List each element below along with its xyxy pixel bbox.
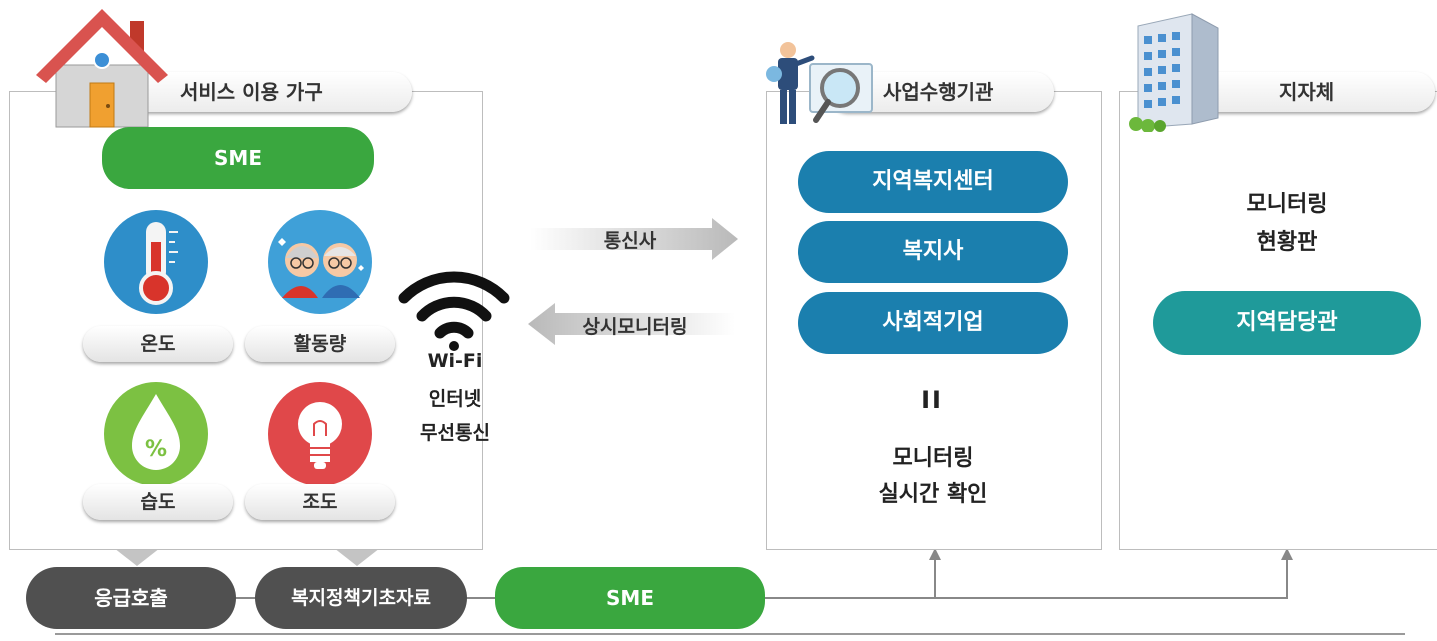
agency-item-community-welfare-center: 지역복지센터: [798, 151, 1068, 213]
agency-item-social-worker: 복지사: [798, 221, 1068, 283]
elderly-couple-icon: [268, 210, 372, 314]
sensor-label-humidity: 습도: [83, 484, 233, 520]
agency-item-social-enterprise: 사회적기업: [798, 292, 1068, 354]
backward-arrow-label: 상시모니터링: [582, 316, 688, 338]
backward-arrow: [528, 303, 735, 345]
humidity-drop-icon: %: [104, 382, 208, 486]
forward-arrow-label: 통신사: [603, 230, 657, 252]
wifi-line-2: 인터넷: [428, 388, 482, 410]
thermometer-icon: [104, 210, 208, 314]
local-gov-caption-line-2: 현황판: [1256, 230, 1318, 255]
businessman-magnifier-icon: [766, 42, 873, 124]
svg-text:%: %: [145, 437, 167, 462]
local-gov-title-pill: 지자체: [1185, 72, 1435, 112]
building-icon: [1129, 13, 1219, 132]
local-officer-pill: 지역담당관: [1153, 291, 1421, 355]
forward-arrow: [530, 218, 738, 260]
agency-title: 사업수행기관: [883, 80, 994, 104]
sme-to-agency-line: [765, 556, 936, 599]
local-gov-title: 지자체: [1279, 80, 1335, 104]
wifi-line-1: Wi-Fi: [427, 350, 483, 372]
household-sme-pill: SME: [102, 127, 374, 189]
agency-caption-line-2: 실시간 확인: [878, 482, 988, 507]
household-title: 서비스 이용 가구: [180, 80, 323, 104]
wifi-icon: [398, 271, 510, 351]
house-icon: [36, 9, 168, 128]
bottom-sme-pill: SME: [495, 567, 765, 629]
sme-to-localgov-line: [935, 556, 1288, 599]
wifi-line-3: 무선통신: [420, 422, 490, 444]
emergency-call-pill: 응급호출: [26, 567, 236, 629]
agency-equals-sign: II: [921, 386, 943, 414]
welfare-policy-data-pill: 복지정책기초자료: [255, 567, 467, 629]
local-gov-caption-line-1: 모니터링: [1246, 192, 1328, 217]
household-title-pill: 서비스 이용 가구: [120, 72, 412, 112]
sensor-label-illuminance: 조도: [245, 484, 395, 520]
agency-caption-line-1: 모니터링: [892, 446, 974, 471]
sensor-label-activity: 활동량: [245, 326, 395, 362]
household-sme-label: SME: [214, 146, 262, 170]
light-bulb-icon: [268, 382, 372, 486]
sensor-label-temperature: 온도: [83, 326, 233, 362]
